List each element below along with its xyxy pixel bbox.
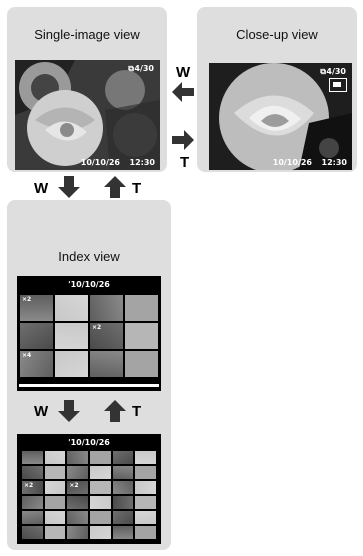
thumbnail[interactable] [112, 465, 135, 480]
arrow-left-icon [172, 82, 194, 102]
zoom-w-label: W [34, 403, 48, 420]
multiple-shots-label: ×2 [22, 296, 31, 303]
thumbnail[interactable] [44, 465, 67, 480]
thumbnail[interactable] [112, 450, 135, 465]
thumbnail[interactable] [89, 510, 112, 525]
protect-icon: ⧉ [128, 64, 134, 74]
shooting-time: 12:30 [130, 158, 155, 167]
frame-counter: 4/30 [134, 64, 154, 73]
thumbnail[interactable] [66, 465, 89, 480]
zoom-t-label: T [180, 154, 189, 171]
single-image-view-title: Single-image view [7, 27, 167, 42]
thumbnail[interactable]: ×2 [21, 480, 44, 495]
multiple-shots-label: ×4 [22, 352, 31, 359]
zoom-t-label: T [132, 403, 141, 420]
zoom-w-label: W [176, 64, 190, 81]
thumbnail[interactable] [44, 510, 67, 525]
shooting-time: 12:30 [322, 158, 347, 167]
thumbnail[interactable]: ×4 [19, 350, 54, 378]
thumbnail[interactable] [134, 450, 157, 465]
thumbnail[interactable] [21, 525, 44, 540]
close-up-view-panel: Close-up view ⧉ 4/30 10/10/26 12:30 [197, 7, 357, 172]
arrow-right-icon [172, 130, 194, 150]
thumbnail[interactable] [21, 510, 44, 525]
thumbnail[interactable] [124, 350, 159, 378]
thumbnail[interactable] [66, 525, 89, 540]
thumbnail[interactable] [89, 294, 124, 322]
close-up-screen: ⧉ 4/30 10/10/26 12:30 [209, 63, 352, 170]
flower-photo [15, 60, 160, 170]
thumbnail[interactable] [54, 294, 89, 322]
thumbnail[interactable]: ×2 [19, 294, 54, 322]
index-date: '10/10/26 [17, 438, 161, 447]
thumbnail[interactable] [112, 495, 135, 510]
index-view-title: Index view [7, 249, 171, 264]
thumbnail[interactable] [66, 495, 89, 510]
thumbnail[interactable] [66, 450, 89, 465]
zoom-t-label: T [132, 180, 141, 197]
thumbnail[interactable] [54, 350, 89, 378]
thumbnail[interactable] [124, 322, 159, 350]
protect-icon: ⧉ [320, 67, 326, 77]
thumbnail[interactable] [44, 495, 67, 510]
single-image-screen: ⧉ 4/30 10/10/26 12:30 [15, 60, 160, 170]
thumbnail-grid: ×2 ×2 ×4 [19, 294, 159, 378]
thumbnail[interactable] [89, 350, 124, 378]
thumbnail[interactable] [89, 525, 112, 540]
arrow-down-icon [58, 400, 80, 422]
arrow-down-icon [58, 176, 80, 198]
arrow-up-icon [104, 176, 126, 198]
thumbnail[interactable] [112, 480, 135, 495]
thumbnail[interactable] [89, 465, 112, 480]
shooting-date: 10/10/26 [81, 158, 120, 167]
index-view-panel: Index view '10/10/26 ×2 ×2 ×4 W T '10/10/2… [7, 200, 171, 550]
scroll-bar [19, 384, 159, 387]
thumbnail[interactable] [21, 465, 44, 480]
thumbnail[interactable] [44, 450, 67, 465]
thumbnail[interactable] [134, 510, 157, 525]
thumbnail[interactable] [89, 480, 112, 495]
thumbnail[interactable] [19, 322, 54, 350]
thumbnail[interactable]: ×2 [89, 322, 124, 350]
thumbnail[interactable] [89, 495, 112, 510]
thumbnail[interactable]: ×2 [66, 480, 89, 495]
index-6x6-screen: '10/10/26 ×2 ×2 [17, 434, 161, 544]
thumbnail[interactable] [112, 525, 135, 540]
close-up-view-title: Close-up view [197, 27, 357, 42]
thumbnail[interactable] [112, 510, 135, 525]
multiple-shots-label: ×2 [69, 482, 78, 489]
thumbnail[interactable] [134, 480, 157, 495]
thumbnail[interactable] [134, 465, 157, 480]
thumbnail[interactable] [21, 450, 44, 465]
shooting-date: 10/10/26 [273, 158, 312, 167]
arrow-up-icon [104, 400, 126, 422]
thumbnail[interactable] [66, 510, 89, 525]
thumbnail[interactable] [134, 525, 157, 540]
multiple-shots-label: ×2 [92, 324, 101, 331]
thumbnail[interactable] [21, 495, 44, 510]
single-image-view-panel: Single-image view ⧉ 4/30 10/10/26 12:30 [7, 7, 167, 172]
thumbnail[interactable] [124, 294, 159, 322]
multiple-shots-label: ×2 [24, 482, 33, 489]
thumbnail[interactable] [54, 322, 89, 350]
thumbnail[interactable] [44, 525, 67, 540]
zoom-w-label: W [34, 180, 48, 197]
thumbnail[interactable] [134, 495, 157, 510]
zoom-position-indicator [329, 78, 347, 92]
frame-counter: 4/30 [326, 67, 346, 76]
thumbnail-grid: ×2 ×2 [21, 450, 157, 540]
thumbnail[interactable] [89, 450, 112, 465]
thumbnail[interactable] [44, 480, 67, 495]
index-4x3-screen: '10/10/26 ×2 ×2 ×4 [17, 276, 161, 391]
index-date: '10/10/26 [17, 280, 161, 289]
